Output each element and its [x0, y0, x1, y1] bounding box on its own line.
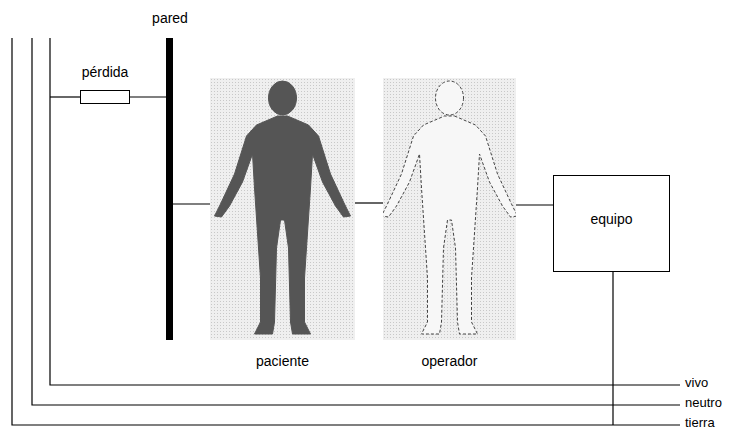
node-label: pared [138, 10, 202, 26]
wire-name: vivo [685, 375, 708, 390]
patient-figure: paciente [210, 78, 355, 378]
operator-figure: operador [383, 78, 516, 378]
node-label: paciente [208, 353, 357, 369]
figure-head [269, 81, 297, 115]
figure-body [383, 116, 516, 334]
neutral-wire [32, 38, 680, 405]
wire-connector [130, 96, 166, 97]
human-figure [210, 78, 355, 340]
wall-bar [166, 38, 173, 340]
node-label: operador [381, 353, 518, 369]
figure-head [436, 81, 464, 115]
figure-ground [383, 78, 516, 340]
node-label: equipo [551, 211, 672, 227]
wire-name: neutro [685, 395, 722, 410]
equipment-box: equipo [553, 175, 670, 272]
wire-connector [355, 202, 383, 203]
human-figure [383, 78, 516, 340]
figure-body [215, 116, 351, 334]
leak-tap-wire [50, 96, 80, 97]
wire-connector [173, 203, 210, 204]
figure-ground [210, 78, 355, 340]
leak-resistor: pérdida [65, 60, 145, 106]
wall: pared [140, 8, 200, 340]
live-wire [50, 38, 680, 385]
wire-connector [516, 204, 553, 205]
earth-wire [12, 38, 680, 425]
equipment-earth-wire [612, 272, 613, 425]
resistor-symbol [80, 90, 130, 104]
node-label: pérdida [63, 64, 147, 80]
wire-name: tierra [685, 415, 715, 430]
